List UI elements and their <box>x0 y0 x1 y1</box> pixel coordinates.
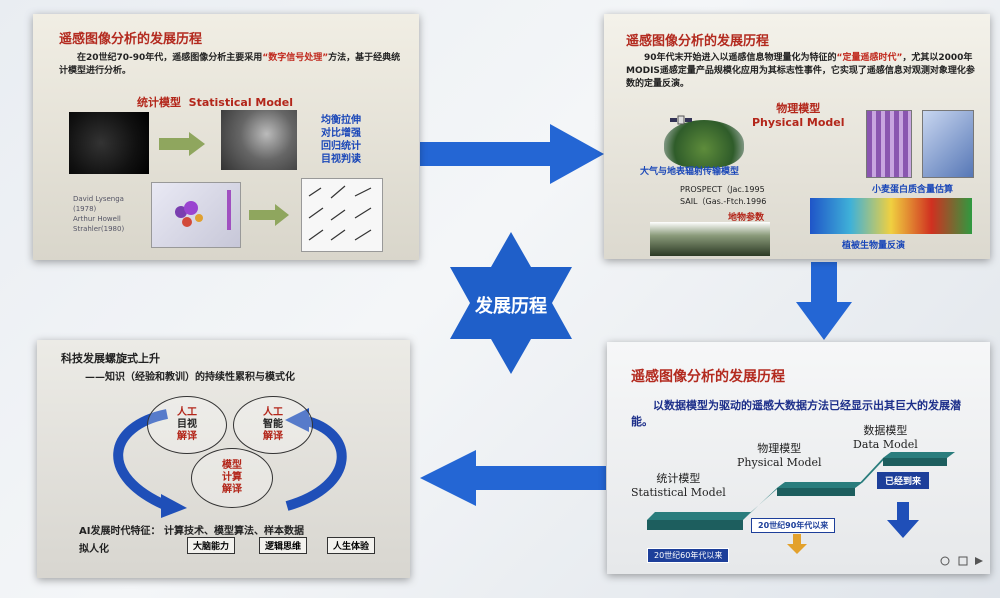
era-2-badge: 20世纪90年代以来 <box>751 518 836 533</box>
box-logic: 逻辑思维 <box>259 537 308 554</box>
circle-ai: 人工 智能 解译 <box>233 396 313 454</box>
wheat-label: 小麦蛋白质含量估算 <box>872 185 954 195</box>
satellite-icon <box>670 115 692 125</box>
scatter-3d-points <box>175 190 231 230</box>
stair-steps <box>647 452 955 554</box>
param-label: 地物参数 <box>728 213 765 223</box>
feature-line2: 拟人化 <box>79 544 109 555</box>
scatter-matrix-points <box>308 185 372 241</box>
slide-data-model: 遥感图像分析的发展历程 以数据模型为驱动的遥感大数据方法已经显示出其巨大的发展潜… <box>607 342 990 574</box>
m3-label: 数据模型 Data Model <box>853 424 918 451</box>
body-text: 90年代末开始进入以遥感信息物理量化为特征的“定量遥感时代”，尤其以2000年M… <box>626 53 975 89</box>
dark-image <box>69 112 149 174</box>
slide-subtitle: ——知识（经验和教训）的持续性累积与模式化 <box>85 372 295 383</box>
circle-model: 模型 计算 解译 <box>191 448 273 508</box>
atm-label: 大气与地表辐射传输模型 <box>640 167 740 177</box>
wheat-map-image <box>866 110 912 178</box>
hub-star <box>450 232 572 374</box>
era-1-badge: 20世纪60年代以来 <box>647 548 730 563</box>
left-arrow <box>420 450 606 506</box>
green-arrow-2 <box>249 204 289 226</box>
box-brain: 大脑能力 <box>187 537 236 554</box>
wheat-map-image-2 <box>922 110 974 178</box>
slide-spiral: 科技发展螺旋式上升 ——知识（经验和教训）的持续性累积与模式化 人工 目视 解译… <box>37 340 410 578</box>
intro-text: 在20世纪70-90年代，遥感图像分析主要采用“数字信号处理”方法，基于经典统计… <box>59 53 401 76</box>
model-label: 物理模型 Physical Model <box>752 102 845 129</box>
prospect-label: PROSPECT（Jac.1995 <box>680 185 765 194</box>
slide-title: 遥感图像分析的发展历程 <box>59 32 203 47</box>
slide-title: 遥感图像分析的发展历程 <box>626 34 770 49</box>
tree-image <box>650 222 770 256</box>
box-life: 人生体验 <box>327 537 376 554</box>
m1-label: 统计模型 Statistical Model <box>631 472 726 499</box>
right-arrow <box>420 124 604 184</box>
scatter-3d-image <box>151 182 241 248</box>
media-controls-icon[interactable] <box>939 554 985 568</box>
slide-title: 遥感图像分析的发展历程 <box>631 369 785 385</box>
credits: David Lysenga (1978) Arthur Howell Strah… <box>73 195 125 233</box>
terrain-image <box>221 110 297 170</box>
model-label: 统计模型 Statistical Model <box>137 96 294 109</box>
green-arrow-1 <box>159 132 205 156</box>
methods-list: 均衡拉伸 对比增强 回归统计 目视判读 <box>321 115 361 165</box>
body-text: 以数据模型为驱动的遥感大数据方法已经显示出其巨大的发展潜能。 <box>631 399 961 428</box>
globe-image <box>664 120 744 168</box>
veg-map-image <box>810 198 972 234</box>
sail-label: SAIL（Gas.-Ftch.1996 <box>680 197 767 206</box>
scatter-matrix-image <box>301 178 383 252</box>
era-3-badge: 已经到来 <box>877 472 930 489</box>
circle-manual-visual: 人工 目视 解译 <box>147 396 227 454</box>
hub-label: 发展历程 <box>475 296 547 317</box>
veg-label: 植被生物量反演 <box>842 241 906 251</box>
slide-physical: 遥感图像分析的发展历程 90年代末开始进入以遥感信息物理量化为特征的“定量遥感时… <box>604 14 990 259</box>
slide-statistical: 遥感图像分析的发展历程 在20世纪70-90年代，遥感图像分析主要采用“数字信号… <box>33 14 419 260</box>
down-arrow <box>796 262 852 340</box>
feature-line: AI发展时代特征： 计算技术、模型算法、样本数据 <box>79 526 304 537</box>
slide-title: 科技发展螺旋式上升 <box>61 352 160 365</box>
m2-label: 物理模型 Physical Model <box>737 442 822 469</box>
